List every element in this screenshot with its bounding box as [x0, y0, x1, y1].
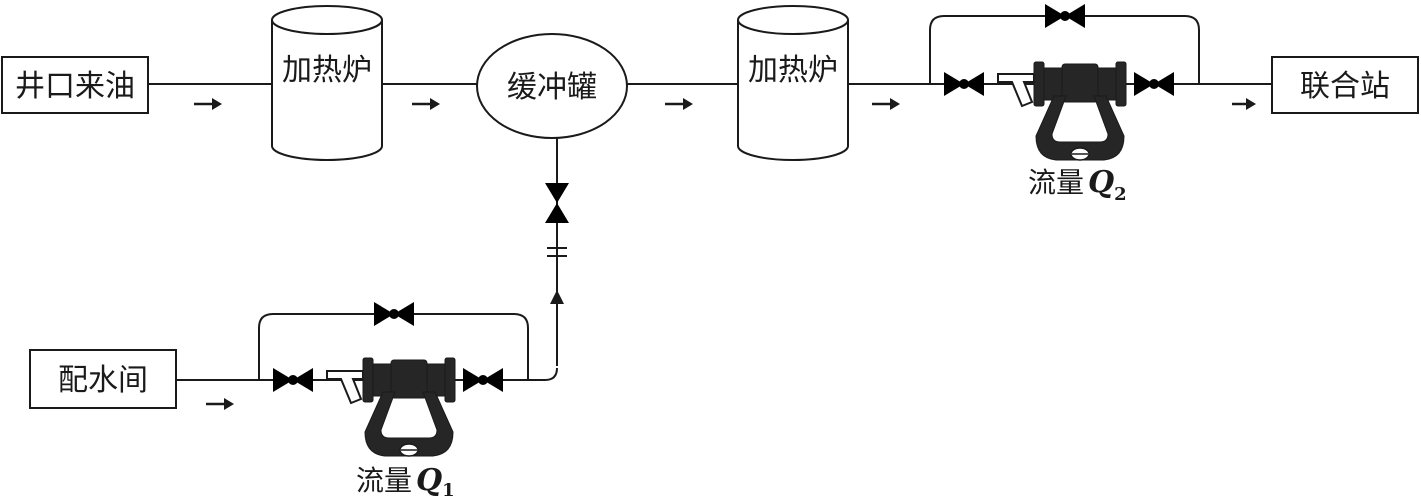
- water-room-box: [29, 349, 177, 409]
- flow-arrow-head: [1246, 98, 1256, 110]
- inlet-valve: [944, 72, 984, 96]
- outlet-valve: [463, 368, 503, 392]
- flow-meter-q2-icon: [1033, 61, 1127, 161]
- buffer-tank-label: 缓冲罐: [507, 70, 597, 105]
- wellhead-oil-box: [1, 56, 149, 114]
- pipe-segment: [176, 367, 558, 381]
- joint-station-label: 联合站: [1300, 69, 1390, 104]
- vertical-valve: [545, 183, 569, 223]
- flow-arrow-head: [430, 98, 440, 110]
- transmitter-icon: [997, 73, 1035, 107]
- heater-2: 加热炉: [737, 5, 849, 161]
- water-room-label: 配水间: [58, 363, 148, 398]
- wellhead-oil-label: 井口来油: [15, 69, 135, 104]
- bypass-valve: [1045, 4, 1085, 28]
- heater-1-label: 加热炉: [282, 53, 372, 88]
- outlet-valve: [1134, 72, 1174, 96]
- flow-arrow-up: [550, 290, 564, 304]
- flow-arrow-head: [212, 98, 222, 110]
- heater-2-label: 加热炉: [748, 53, 838, 88]
- flow-arrow-head: [224, 398, 234, 410]
- buffer-tank: 缓冲罐: [476, 33, 628, 139]
- flow-meter-q1-icon: [362, 357, 456, 457]
- bypass-valve: [374, 302, 414, 326]
- heater-1: 加热炉: [271, 5, 383, 161]
- transmitter-icon: [326, 370, 364, 404]
- joint-station-box: [1271, 56, 1419, 114]
- flow-arrow-head: [683, 98, 693, 110]
- flow-arrow-head: [890, 98, 900, 110]
- inlet-valve: [273, 368, 313, 392]
